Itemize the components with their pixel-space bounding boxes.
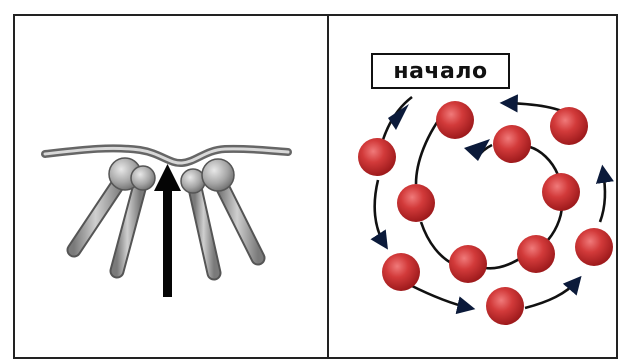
leg-1 [74, 178, 122, 250]
bead-3 [493, 125, 531, 163]
head-4 [202, 159, 234, 191]
spiral-arrow-1 [388, 104, 409, 130]
leg-3 [195, 188, 214, 273]
bead-10 [382, 253, 420, 291]
start-label: начало [371, 53, 510, 89]
bead-11 [486, 287, 524, 325]
leg-4 [220, 182, 258, 258]
bead-9 [449, 245, 487, 283]
bead-4 [358, 138, 396, 176]
leg-2 [117, 185, 140, 271]
bead-2 [550, 107, 588, 145]
head-3 [181, 169, 205, 193]
bead-5 [542, 173, 580, 211]
bead-7 [517, 235, 555, 273]
bead-6 [397, 184, 435, 222]
up-arrow [154, 164, 181, 297]
membrane-group [45, 148, 288, 163]
bead-8 [575, 228, 613, 266]
beads [358, 101, 613, 325]
head-2 [131, 166, 155, 190]
bead-1 [436, 101, 474, 139]
